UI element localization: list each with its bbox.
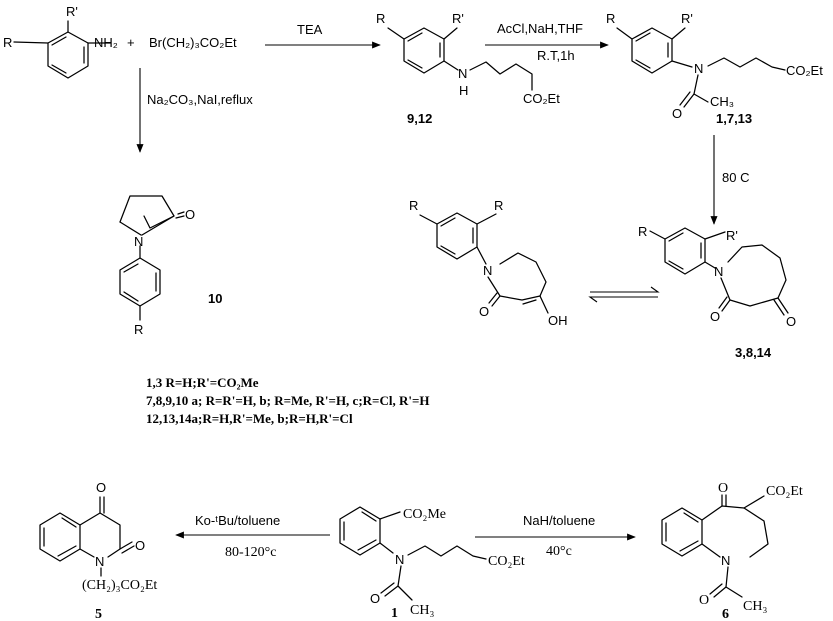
condition-ko-tbu: Ko-ᵗBu/toluene xyxy=(195,513,280,528)
atom-label: CH₃ xyxy=(410,603,434,618)
atom-label: R' xyxy=(452,11,464,26)
atom-label: R xyxy=(376,11,385,26)
condition-nah: NaH/toluene xyxy=(523,513,595,528)
compound-id-1: 1 xyxy=(391,606,398,621)
legend-line-2: 7,8,9,10 a; R=R'=H, b; R=Me, R'=H, c;R=C… xyxy=(146,393,429,408)
arrow-heat: 80 C xyxy=(710,135,749,225)
compound-id-1-7-13: 1,7,13 xyxy=(716,111,752,126)
arrow-cyclization-base: Na₂CO₃,NaI,reflux xyxy=(136,68,253,153)
legend-line-3: 12,13,14a;R=H,R'=Me, b;R=H,R'=Cl xyxy=(146,411,353,426)
atom-label: CH₃ xyxy=(743,599,767,614)
arrow-nah: NaH/toluene 40°c xyxy=(475,513,636,559)
compound-6: O CO₂Et N O CH₃ 6 xyxy=(661,481,803,621)
compound-id-3-8-14: 3,8,14 xyxy=(735,345,772,360)
atom-label: N xyxy=(483,263,492,278)
equilibrium-arrows xyxy=(588,286,660,303)
atom-label: O xyxy=(786,314,796,329)
arrow-ko-tbu: Ko-ᵗBu/toluene 80-120°c xyxy=(175,513,330,560)
condition-ko-tbu-temp: 80-120°c xyxy=(225,545,276,560)
atom-label: CO₂Et xyxy=(523,91,560,106)
atom-label: O xyxy=(135,538,145,553)
atom-label: R xyxy=(494,198,503,213)
compound-1-7-13: R R' N CO₂Et O CH₃ 1,7,13 xyxy=(606,11,823,126)
atom-label: R' xyxy=(726,228,738,243)
plus-sign: + xyxy=(127,35,135,50)
atom-label: R xyxy=(606,11,615,26)
atom-label: H xyxy=(459,83,468,98)
atom-label: N xyxy=(721,553,730,568)
atom-label: R xyxy=(134,322,143,337)
legend-line-1: 1,3 R=H;R'=CO₂Me xyxy=(146,375,259,390)
atom-label: N xyxy=(95,554,104,569)
arrow-tea: TEA xyxy=(265,22,381,49)
atom-label: O xyxy=(185,207,195,222)
atom-label: CO₂Et xyxy=(786,63,823,78)
atom-label: O xyxy=(710,309,720,324)
compound-9-12: R R' N H CO₂Et 9,12 xyxy=(376,11,560,126)
atom-label: R xyxy=(409,198,418,213)
condition-nah-temp: 40°c xyxy=(546,544,572,559)
atom-label: O xyxy=(699,593,709,608)
atom-label: O xyxy=(96,480,106,495)
atom-label: R xyxy=(3,35,12,50)
atom-label: CO₂Et xyxy=(488,554,525,569)
condition-acylation-reagents: AcCl,NaH,THF xyxy=(497,21,583,36)
atom-label: O xyxy=(479,304,489,319)
atom-label: N xyxy=(134,234,143,249)
atom-label: O xyxy=(672,106,682,121)
compound-id-10: 10 xyxy=(208,291,222,306)
compound-1-bottom: CO₂Me N CO₂Et O CH₃ 1 xyxy=(339,506,525,621)
atom-label: N xyxy=(714,264,723,279)
atom-label: CO₂Me xyxy=(403,507,446,522)
atom-label: NH₂ xyxy=(94,35,118,50)
condition-heat: 80 C xyxy=(722,170,749,185)
atom-label: O xyxy=(370,591,380,606)
atom-label: R' xyxy=(681,11,693,26)
compound-10: N O R 10 xyxy=(119,195,222,337)
atom-label: N xyxy=(395,552,404,567)
arrow-acylation: AcCl,NaH,THF R.T,1h xyxy=(485,21,609,63)
compound-3-8-14: R R' N O O 3,8,14 xyxy=(638,224,796,360)
atom-label: OH xyxy=(548,313,568,328)
atom-label: (CH₂)₃CO₂Et xyxy=(82,578,157,593)
atom-label: N xyxy=(694,61,703,76)
compound-5: O N O (CH₂)₃CO₂Et 5 xyxy=(39,480,157,621)
compound-id-6: 6 xyxy=(722,607,729,621)
compound-id-5: 5 xyxy=(95,607,102,621)
atom-label: CH₃ xyxy=(710,94,734,109)
condition-acylation-time: R.T,1h xyxy=(537,48,575,63)
atom-label: N xyxy=(458,66,467,81)
compound-enol-tautomer: R R N O OH xyxy=(409,198,568,328)
compound-id-9-12: 9,12 xyxy=(407,111,432,126)
aniline-structure: R' R NH₂ xyxy=(3,4,118,79)
atom-label: CO₂Et xyxy=(766,484,803,499)
atom-label: R' xyxy=(66,4,78,19)
atom-label: O xyxy=(718,481,728,496)
condition-na2co3: Na₂CO₃,NaI,reflux xyxy=(147,92,253,107)
condition-tea: TEA xyxy=(297,22,323,37)
bromoester-formula: Br(CH₂)₃CO₂Et xyxy=(149,35,237,50)
atom-label: R xyxy=(638,224,647,239)
substituent-legend: 1,3 R=H;R'=CO₂Me 7,8,9,10 a; R=R'=H, b; … xyxy=(146,375,429,426)
